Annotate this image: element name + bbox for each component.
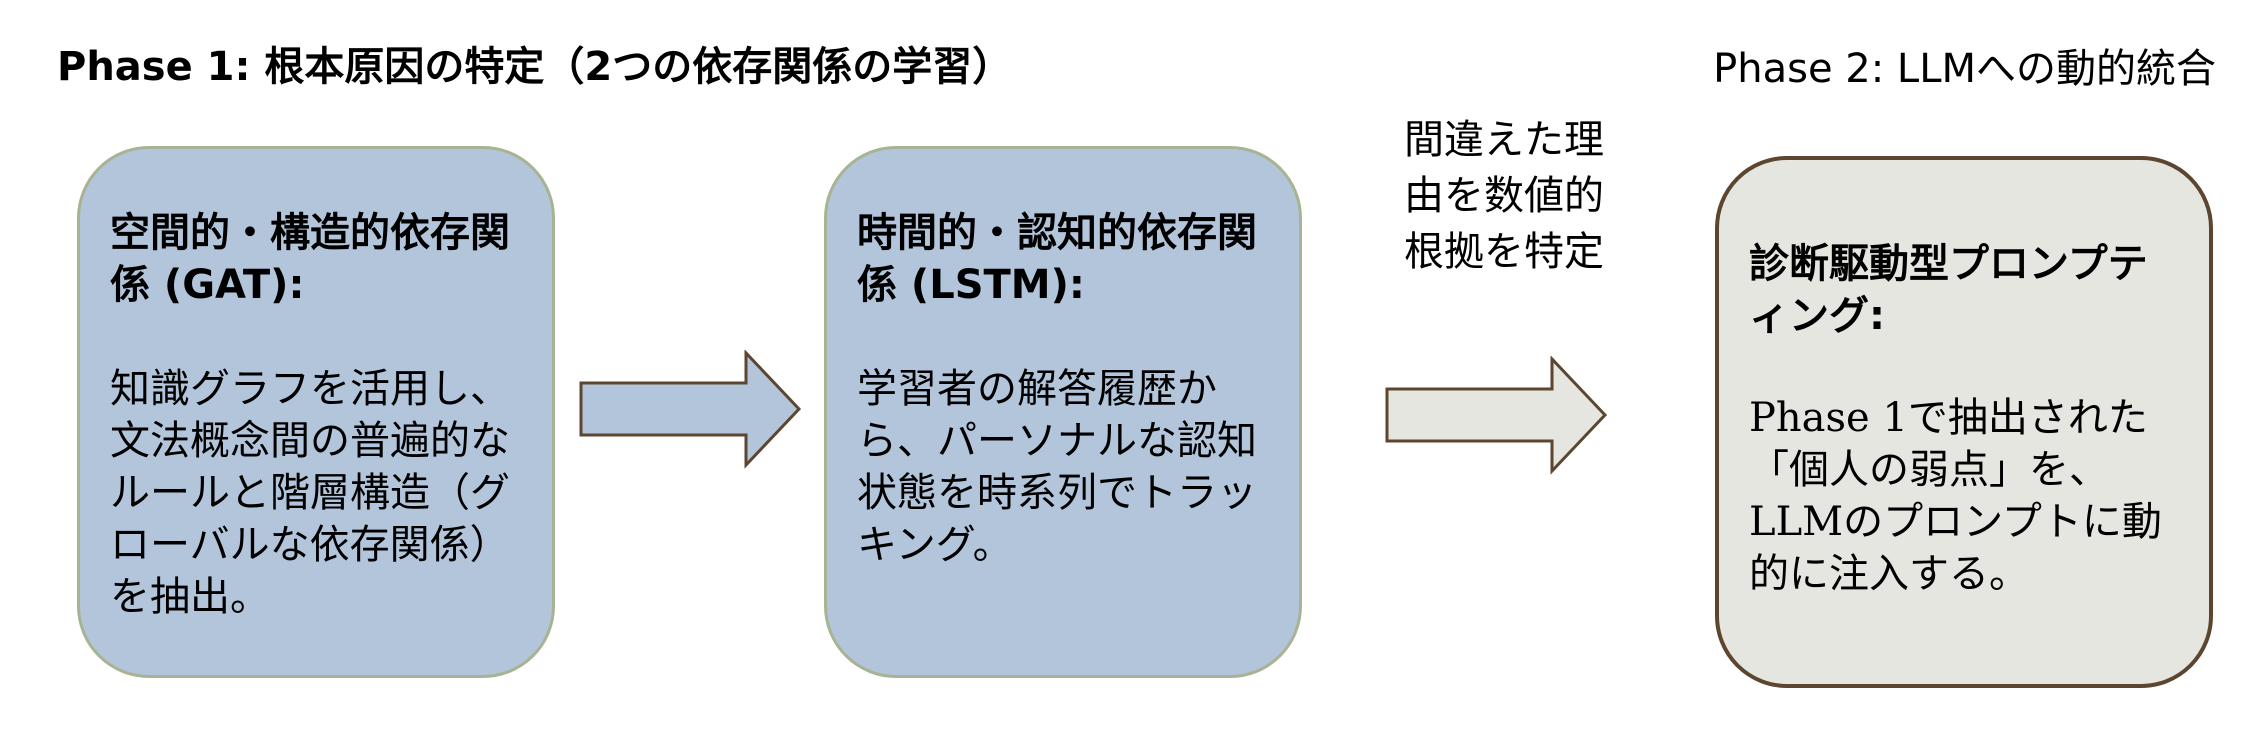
lstm-box: 時間的・認知的依存関係 (LSTM): 学習者の解答履歴から、パーソナルな認知状… bbox=[824, 146, 1302, 678]
phase1-arrow bbox=[579, 350, 802, 469]
prompting-box-body: Phase 1で抽出された「個人の弱点」を、LLMのプロンプトに動的に注入する。 bbox=[1749, 395, 2162, 597]
phase1-arrow-shape bbox=[579, 350, 802, 469]
lstm-box-heading: 時間的・認知的依存関係 (LSTM): bbox=[857, 210, 1257, 308]
prompting-box: 診断駆動型プロンプティング: Phase 1で抽出された「個人の弱点」を、LLM… bbox=[1715, 156, 2213, 688]
phase1-title: Phase 1: 根本原因の特定（2つの依存関係の学習） bbox=[57, 44, 1013, 90]
annotation-text: 間違えた理由を数値的根拠を特定 bbox=[1404, 117, 1604, 275]
gat-box-heading: 空間的・構造的依存関係 (GAT): bbox=[110, 210, 510, 308]
gat-box: 空間的・構造的依存関係 (GAT): 知識グラフを活用し、文法概念間の普遍的なル… bbox=[77, 146, 555, 678]
phase2-arrow bbox=[1385, 356, 1608, 475]
phase2-title: Phase 2: LLMへの動的統合 bbox=[1713, 46, 2216, 92]
prompting-box-heading: 診断駆動型プロンプティング: bbox=[1749, 241, 2148, 339]
lstm-box-body: 学習者の解答履歴から、パーソナルな認知状態を時系列でトラッキング。 bbox=[857, 366, 1257, 568]
phase2-arrow-shape bbox=[1385, 356, 1608, 475]
gat-box-body: 知識グラフを活用し、文法概念間の普遍的なルールと階層構造（グローバルな依存関係）… bbox=[110, 366, 510, 620]
